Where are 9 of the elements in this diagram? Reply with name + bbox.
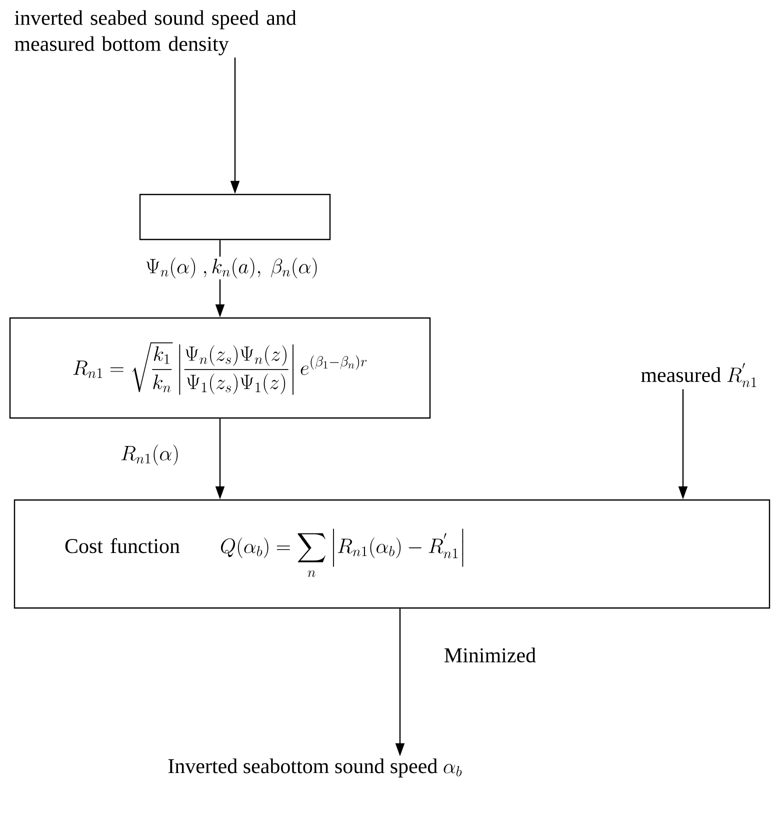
edge-label: $\Psi_n(\alpha)\ ,k_n(a),\ \beta_n(\alpha)$ — [144, 256, 320, 280]
input-text: $\text{measured }R^{'}_{n1}$ — [641, 363, 756, 388]
process-box — [139, 194, 331, 240]
formula-box: $R_{n1}=\sqrt{\frac{k_1}{k_n}}\left|\frac{\Psi_n(z_s)\Psi_n(z)}{\Psi_1(z_s)\Psi_1(z)}\right|e^{(\beta_1-\beta_n)r}$ — [9, 317, 431, 419]
output-text: $\text{Inverted seabottom sound speed }\alpha_b$ — [168, 758, 462, 778]
edge-label: $R_{n1}(\alpha)$ — [119, 444, 181, 466]
edge-label: Minimized — [442, 646, 538, 664]
cost-function-box: Cost function $Q(\alpha_b)=\sum_n\left|R_{n1}(\alpha_b)-R^{'}_{n1}\right|$ — [14, 499, 770, 609]
input-text: inverted seabed sound speed and measured bottom density — [14, 10, 296, 56]
